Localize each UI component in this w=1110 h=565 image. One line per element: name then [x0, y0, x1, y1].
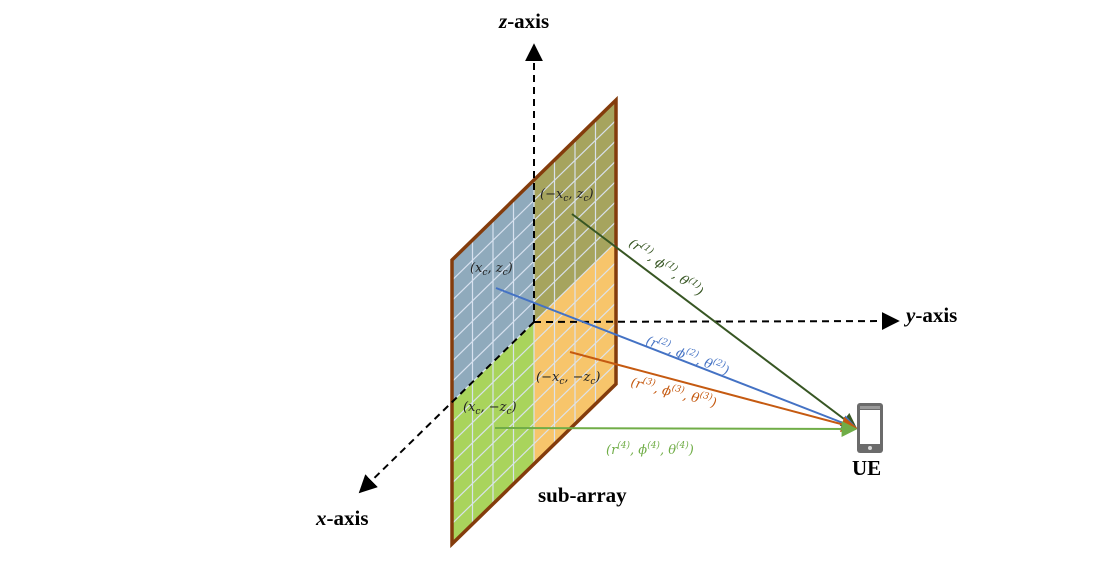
- y-axis-label: y-axis: [903, 303, 957, 327]
- subarray-label: sub-array: [538, 483, 627, 507]
- x-axis-line: [358, 321, 535, 494]
- center-label-3: (−xc, −zc): [536, 370, 601, 387]
- panel-frame: [450, 95, 618, 549]
- link-2: [495, 287, 858, 431]
- grid-line: [451, 160, 617, 322]
- svg-text:(r(3), ϕ(3), θ(3)): (r(3), ϕ(3), θ(3)): [629, 372, 719, 411]
- grid-line: [451, 363, 617, 525]
- link-1: [571, 213, 858, 429]
- links: [494, 213, 858, 437]
- link-3: [569, 351, 858, 433]
- axes: [358, 43, 900, 494]
- grid-line: [451, 282, 617, 444]
- grid-line: [451, 322, 617, 484]
- param-label-1: (r(1), ϕ(1), θ(1)): [626, 234, 708, 300]
- z-axis-label: z-axis: [498, 9, 549, 33]
- param-label-3: (r(3), ϕ(3), θ(3)): [629, 372, 719, 411]
- grid-line: [451, 342, 617, 504]
- param-label-4: (r(4), ϕ(4), θ(4)): [606, 440, 694, 458]
- center-label-2: (xc, zc): [470, 261, 513, 278]
- grid-line: [451, 302, 617, 464]
- grid-line: [451, 261, 617, 423]
- x-axis-label: x-axis: [315, 506, 369, 530]
- svg-text:(r(2), ϕ(2), θ(2)): (r(2), ϕ(2), θ(2)): [644, 331, 732, 379]
- link-4: [494, 420, 858, 437]
- phone-icon: [857, 403, 883, 453]
- center-label-1: (−xc, zc): [540, 187, 594, 204]
- ue-label: UE: [852, 456, 881, 480]
- svg-text:(r(1), ϕ(1), θ(1)): (r(1), ϕ(1), θ(1)): [626, 234, 708, 300]
- param-label-2: (r(2), ϕ(2), θ(2)): [644, 331, 732, 379]
